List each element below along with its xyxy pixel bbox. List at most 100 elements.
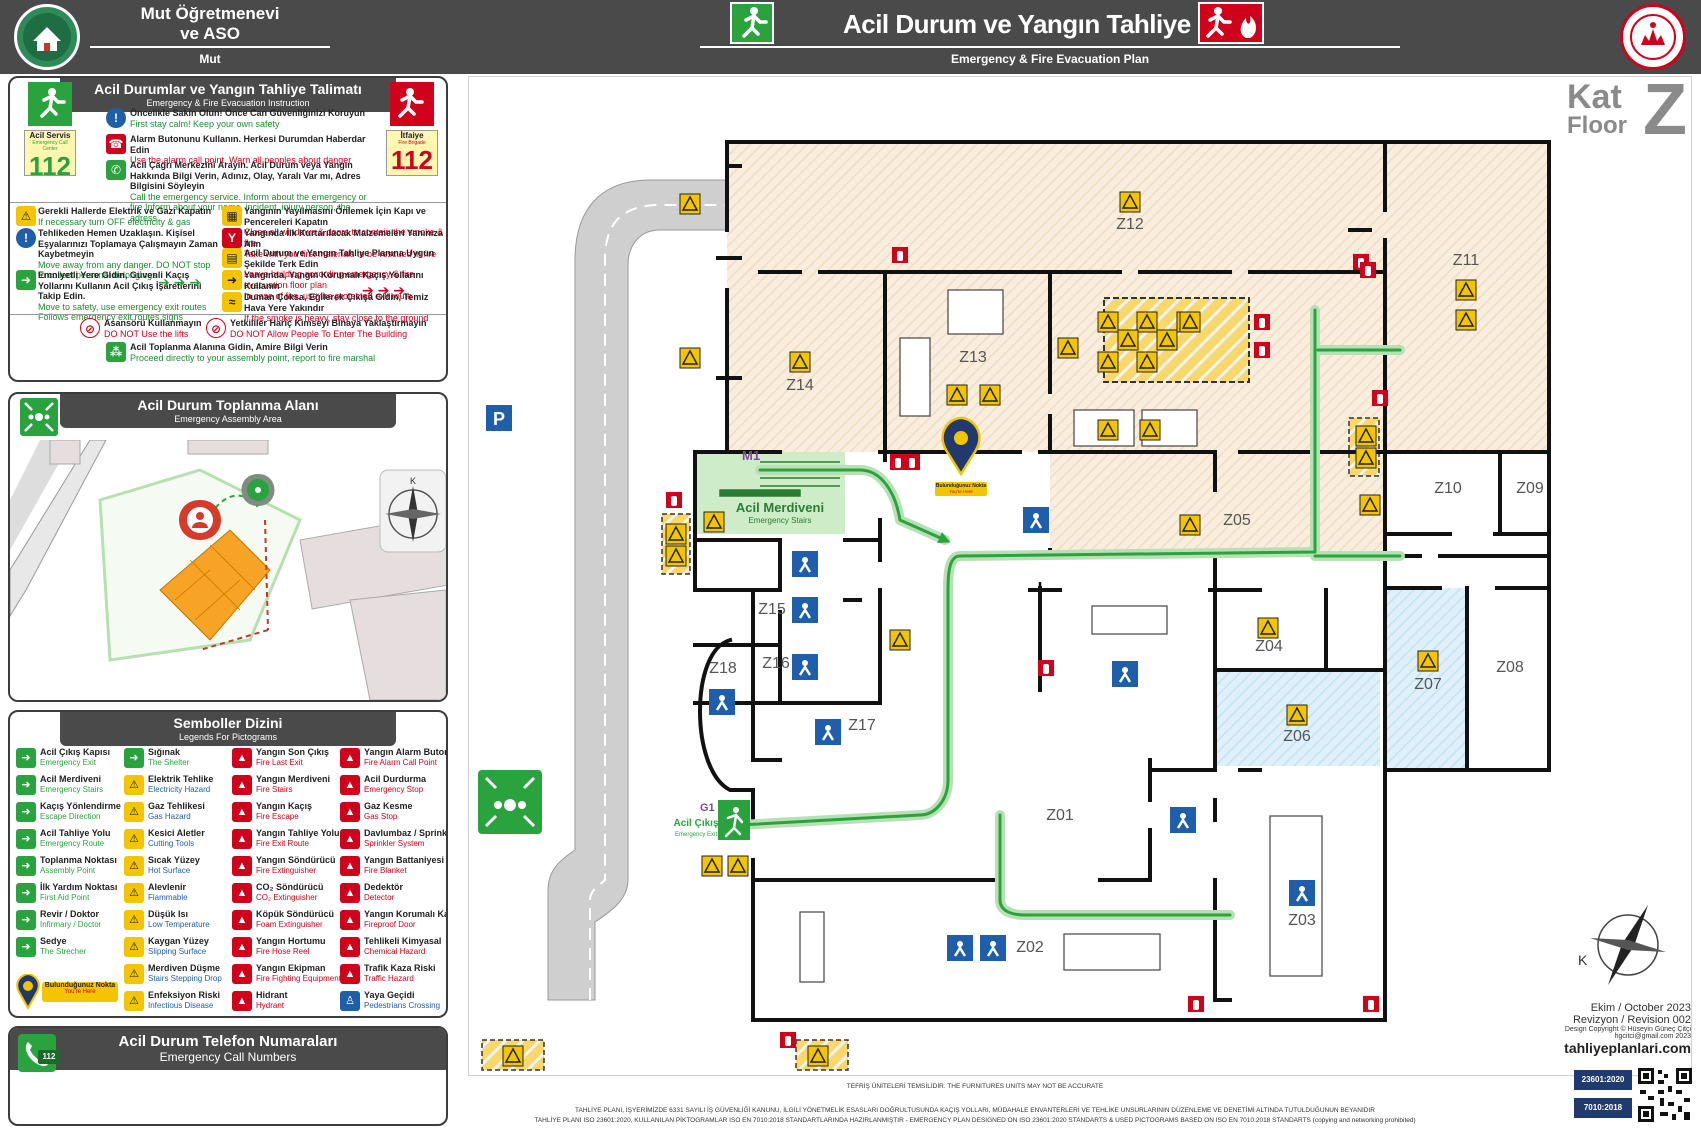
floor-indicator: Kat Floor Z	[1567, 74, 1687, 146]
legend-label-en: The Shelter	[148, 758, 190, 767]
legend-pictogram-icon: ▲	[232, 937, 252, 957]
hazard-warning-icon	[1179, 311, 1201, 333]
legend-pictogram-icon: ▲	[232, 991, 252, 1011]
fire-brigade-box: İtfaiye Fire Brigade 112	[386, 130, 438, 176]
zone-label: Z15	[758, 601, 786, 618]
fire-extinguisher-icon	[1254, 342, 1270, 358]
hazard-warning-icon	[807, 1045, 829, 1067]
legend-title: Semboller Dizini	[173, 715, 283, 731]
instruction-item: Alarm Butonunu Kullanın. Herkesi Durumda…	[130, 134, 366, 165]
legend-label-tr: Revir / Doktor	[40, 909, 100, 919]
legend-label-tr: Yaya Geçidi	[364, 990, 415, 1000]
legend-header: Semboller Dizini Legends For Pictograms	[60, 712, 396, 746]
hazard-warning-icon	[1136, 311, 1158, 333]
org-city: Mut	[199, 52, 221, 66]
phone-icon: ✆	[106, 160, 126, 180]
legend-label-en: Fire Escape	[256, 812, 299, 821]
facility-icon	[792, 551, 818, 577]
instruction-item: Yangında, Yangın Korumalı Kaçış Yolların…	[244, 270, 424, 301]
page-subtitle: Emergency & Fire Evacuation Plan	[950, 52, 1150, 66]
zone-label: Z16	[762, 655, 790, 672]
legend-label-tr: Yangın Kaçış	[256, 801, 313, 811]
legend-label-tr: CO₂ Söndürücü	[256, 882, 324, 892]
legend-label-en: Cutting Tools	[148, 839, 195, 848]
plan-compass	[1590, 905, 1666, 985]
emergency-service-number: 112	[29, 151, 71, 181]
instruction-item: Yangında İlk Kurtarılacak Malzemeleri Ya…	[244, 228, 443, 259]
hazard-warning-icon	[1097, 311, 1119, 333]
legend-label-tr: Yangın Hortumu	[256, 936, 326, 946]
legend-pictogram-icon: ▲	[340, 856, 360, 876]
assembly-panel: Acil Durum Toplanma Alanı Emergency Asse…	[8, 392, 448, 702]
hazard-warning-icon	[1136, 351, 1158, 373]
legend-label-en: Slipping Surface	[148, 947, 207, 956]
legend-label-en: First Aid Point	[40, 893, 90, 902]
legend-label-en: Sprinkler System	[364, 839, 425, 848]
hazard-warning-icon	[889, 629, 911, 651]
facility-icon	[709, 689, 735, 715]
legend-pictogram-icon: ♙	[340, 991, 360, 1011]
fire-extinguisher-icon	[1372, 390, 1388, 406]
legend-label-en: Detector	[364, 893, 395, 902]
legend-label-en: Fire Stairs	[256, 785, 293, 794]
instructions-title: Acil Durumlar ve Yangın Tahliye Talimatı	[94, 81, 362, 97]
legend-label-en: Infectious Disease	[148, 1001, 214, 1010]
phone-icon: 112	[18, 1034, 60, 1072]
legend-label-en: Fire Fighting Equipment	[256, 974, 341, 983]
meta-block: Ekim / October 2023 Revizyon / Revision …	[1564, 1002, 1691, 1056]
hazard-warning-icon	[727, 855, 749, 877]
legend-label-en: Fire Hose Reel	[256, 947, 310, 956]
legend-pictogram-icon: ▲	[232, 964, 252, 984]
footer-line1: TEFRİŞ ÜNİTELERİ TEMSİLİDİR. THE FURNITU…	[846, 1083, 1104, 1090]
iso-badges: 23601:2020 7010:2018	[1574, 1070, 1634, 1126]
header-divider-left	[90, 46, 330, 48]
legend-label-tr: Yangın Alarm Butonu	[364, 747, 448, 757]
zone-label: Z14	[786, 377, 814, 394]
no-lift-icon: ⊘	[80, 318, 100, 338]
legend-label-tr: Dedektör	[364, 882, 404, 892]
legend-label-en: Escape Direction	[40, 812, 101, 821]
hazard-warning-icon	[1455, 279, 1477, 301]
hazard-warning-icon	[1355, 425, 1377, 447]
exit-label: Acil Çıkış	[673, 818, 719, 829]
electricity-warning-icon: ⚠	[16, 206, 36, 226]
hazard-warning-icon	[1455, 309, 1477, 331]
legend-label-tr: Gaz Kesme	[364, 801, 413, 811]
facility-icon	[1112, 661, 1138, 687]
stairs-label: Acil Merdiveni	[735, 500, 825, 515]
you-are-here-legend-en: You're Here	[64, 989, 96, 995]
fire-extinguisher-icon	[1254, 314, 1270, 330]
hazard-warning-icon	[946, 384, 968, 406]
org-name-line2: ve ASO	[180, 24, 240, 43]
red-arrows-icon: ➔ ➔ ➔	[362, 282, 405, 298]
legend-label-en: Emergency Exit	[40, 758, 97, 767]
legend-label-en: Pedestrians Crossing	[364, 1001, 441, 1010]
legend-subtitle: Legends For Pictograms	[178, 732, 278, 742]
meta-date: Ekim / October 2023	[1590, 1002, 1691, 1014]
zone-label: Z12	[1116, 216, 1144, 233]
you-are-here-plan-tr: Bulunduğunuz Nokta	[935, 483, 987, 489]
legend-label-tr: Elektrik Tehlike	[148, 774, 214, 784]
legend-label-en: Chemical Hazard	[364, 947, 426, 956]
parking-sign	[486, 405, 512, 431]
header-bar: Mut Öğretmenevi ve ASO Mut Acil Durum ve…	[0, 0, 1701, 74]
meta-copyright: Design Copyright © Hüseyin Güneç Çitçi	[1564, 1026, 1691, 1033]
zone-label: Z02	[1016, 939, 1044, 956]
you-are-here-plan-en: You're Here	[949, 489, 973, 494]
legend-pictogram-icon: ➜	[16, 937, 36, 957]
facility-icon	[1289, 880, 1315, 906]
legend-label-tr: İlk Yardım Noktası	[40, 882, 118, 892]
